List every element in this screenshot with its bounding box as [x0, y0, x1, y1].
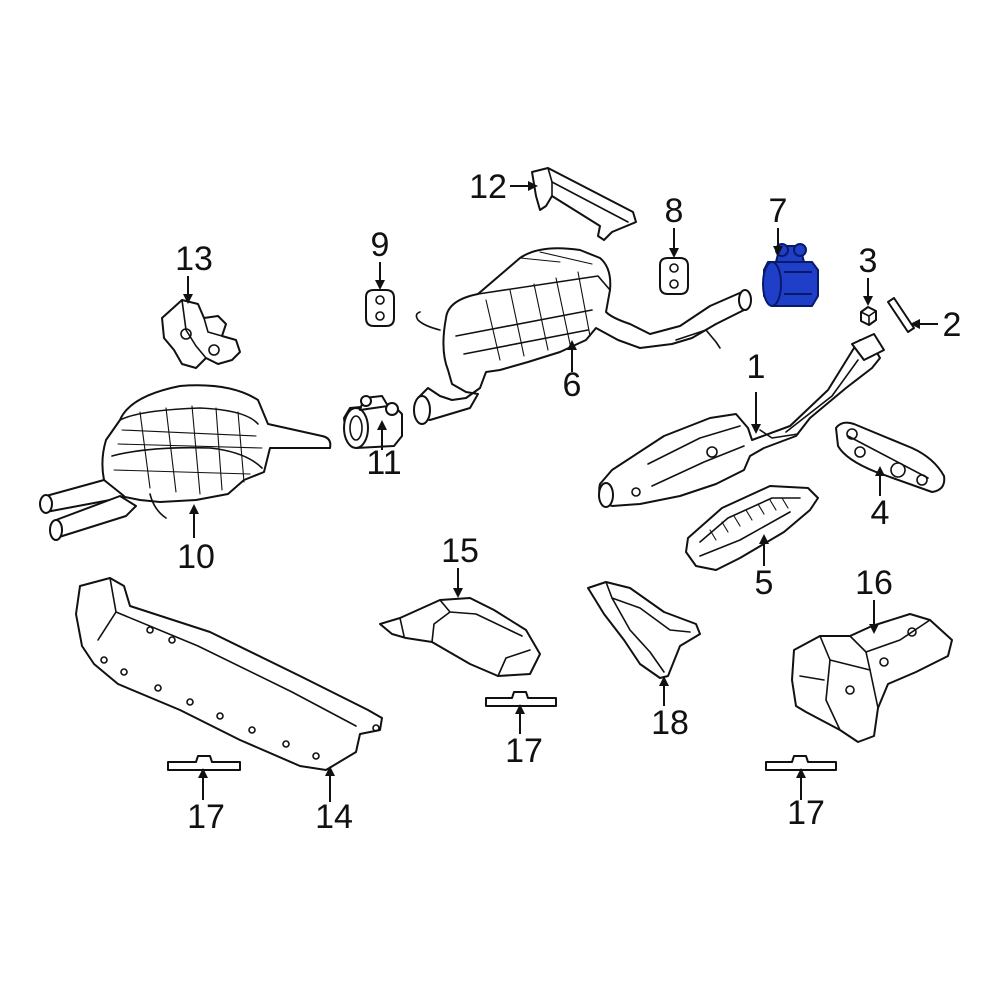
- callout-15: 15: [441, 532, 479, 570]
- part-17-clip-center[interactable]: [485, 691, 557, 707]
- callout-17-right: 17: [787, 794, 825, 832]
- callout-1: 1: [747, 348, 766, 386]
- callout-12: 12: [469, 168, 507, 206]
- part-2-gasket[interactable]: [887, 297, 915, 333]
- callout-16: 16: [855, 564, 893, 602]
- part-15-heat-shield[interactable]: [379, 597, 541, 677]
- part-4-bracket[interactable]: [835, 421, 946, 493]
- part-5-heat-shield[interactable]: [685, 485, 819, 571]
- callout-11: 11: [366, 444, 401, 482]
- part-16-heat-shield-bracket[interactable]: [791, 613, 953, 743]
- callout-5: 5: [755, 564, 774, 602]
- part-8-rubber-hanger[interactable]: [659, 257, 689, 295]
- callout-9: 9: [371, 226, 390, 264]
- callout-3: 3: [859, 242, 878, 280]
- part-10-rear-muffler[interactable]: [39, 384, 332, 541]
- callout-labels: 1 2 3 4 5 6 7 8 9 10 11 12 13 14 15 16 1…: [175, 168, 961, 836]
- part-17-clip-right[interactable]: [765, 755, 837, 771]
- part-6-center-muffler[interactable]: [413, 247, 752, 425]
- callout-2: 2: [943, 306, 962, 344]
- callout-13: 13: [175, 240, 213, 278]
- callout-17-left: 17: [187, 798, 225, 836]
- part-12-heat-shield-bracket[interactable]: [531, 167, 637, 241]
- callout-4: 4: [871, 494, 890, 532]
- callout-8: 8: [665, 192, 684, 230]
- callout-17-center: 17: [505, 732, 543, 770]
- part-7-exhaust-clamp-highlighted[interactable]: [762, 243, 819, 307]
- callout-14: 14: [315, 798, 353, 836]
- callout-6: 6: [563, 366, 582, 404]
- part-18-heat-shield[interactable]: [587, 581, 701, 679]
- part-11-exhaust-clamp[interactable]: [343, 395, 403, 449]
- part-13-hanger-bracket[interactable]: [161, 299, 241, 369]
- part-3-nut[interactable]: [860, 306, 877, 326]
- callout-7: 7: [769, 192, 788, 230]
- part-14-heat-shield[interactable]: [75, 577, 383, 771]
- callout-arrows: [183, 181, 938, 802]
- part-17-clip-left[interactable]: [167, 755, 241, 771]
- callout-18: 18: [651, 704, 689, 742]
- callout-10: 10: [177, 538, 215, 576]
- part-1-front-pipe-converter[interactable]: [598, 333, 885, 508]
- part-9-rubber-hanger[interactable]: [365, 289, 395, 327]
